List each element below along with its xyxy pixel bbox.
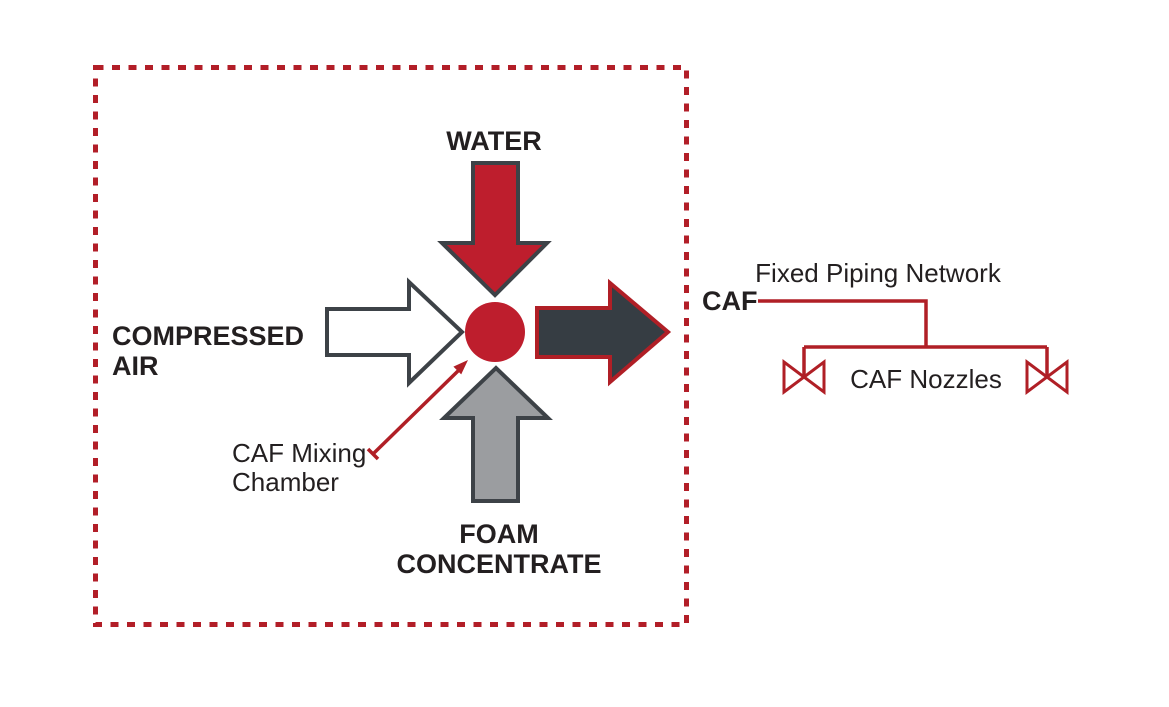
mixing-chamber-pointer-arrow-icon: [366, 360, 468, 461]
compressed-air-right-arrow-icon: [325, 277, 465, 388]
fixed-piping-network-label: Fixed Piping Network: [755, 258, 1002, 288]
foam-concentrate-label-line2: CONCENTRATE: [397, 549, 602, 579]
nozzle-valve-right-icon: [1025, 359, 1069, 395]
caf-nozzles-label: CAF Nozzles: [850, 364, 1002, 394]
caf-mixing-chamber-label-line1: CAF Mixing: [232, 438, 366, 468]
caf-label: CAF: [702, 286, 758, 316]
foam-concentrate-label: FOAM CONCENTRATE: [397, 519, 602, 579]
pointer-head: [453, 360, 468, 375]
compressed-air-label-line1: COMPRESSED: [112, 321, 304, 351]
water-down-arrow-icon: [437, 161, 552, 298]
caf-mixing-chamber-label: CAF Mixing Chamber: [232, 438, 366, 497]
system-boundary-box: [93, 65, 689, 627]
water-label: WATER: [446, 126, 542, 156]
pointer-line: [371, 368, 461, 456]
compressed-air-label: COMPRESSED AIR: [112, 321, 304, 381]
caf-mixing-chamber-circle: [465, 302, 525, 362]
nozzle-valve-left-icon: [782, 359, 826, 395]
caf-mixing-chamber-label-line2: Chamber: [232, 467, 339, 497]
compressed-air-label-line2: AIR: [112, 351, 159, 381]
piping-network-lines: [758, 299, 1049, 377]
foam-concentrate-up-arrow-icon: [439, 365, 553, 503]
foam-concentrate-label-line1: FOAM: [459, 519, 538, 549]
caf-output-right-arrow-icon: [535, 278, 672, 387]
pointer-tail-cap: [366, 447, 380, 461]
